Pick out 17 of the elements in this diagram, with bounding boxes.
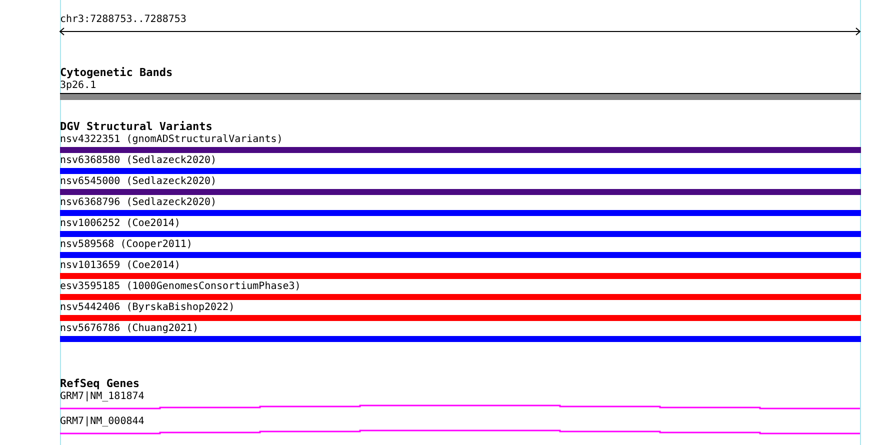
feature-label: GRM7|NM_000844 (60, 416, 144, 428)
track-heading: RefSeq Genes (60, 378, 140, 390)
feature-label: nsv1013659 (Coe2014) (60, 260, 180, 272)
feature-label: nsv1006252 (Coe2014) (60, 218, 180, 230)
feature-label: nsv4322351 (gnomADStructuralVariants) (60, 134, 283, 146)
feature-label: nsv5676786 (Chuang2021) (60, 323, 198, 335)
feature-label: nsv5442406 (ByrskaBishop2022) (60, 302, 235, 314)
feature-label: nsv6545000 (Sedlazeck2020) (60, 176, 217, 188)
feature-label: nsv6368580 (Sedlazeck2020) (60, 155, 217, 167)
feature-label: 3p26.1 (60, 80, 96, 92)
feature-label: esv3595185 (1000GenomesConsortiumPhase3) (60, 281, 301, 293)
track-heading: Cytogenetic Bands (60, 67, 173, 79)
feature-label: nsv589568 (Cooper2011) (60, 239, 192, 251)
track-heading: DGV Structural Variants (60, 121, 212, 133)
feature-label: GRM7|NM_181874 (60, 391, 144, 403)
coordinate-label: chr3:7288753..7288753 (60, 14, 186, 26)
feature-label: nsv6368796 (Sedlazeck2020) (60, 197, 217, 209)
